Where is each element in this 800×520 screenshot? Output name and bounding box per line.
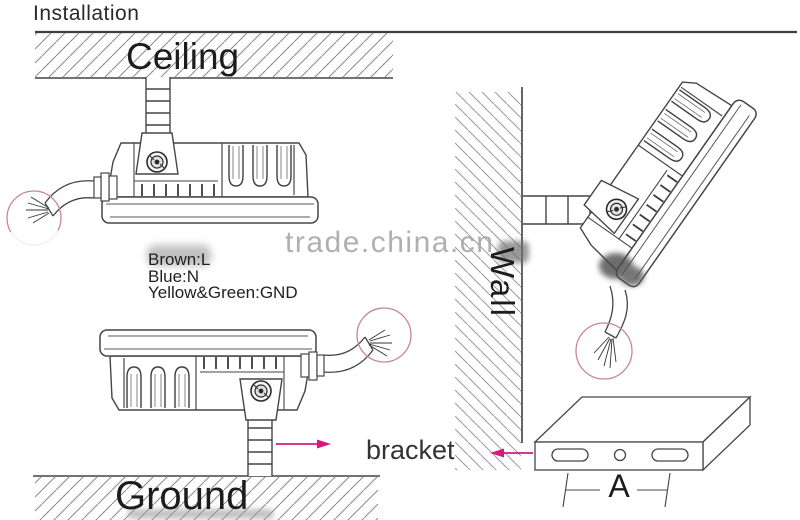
wiring-line-ground: Yellow&Green:GND (148, 283, 298, 302)
ground-floodlight (99, 307, 412, 477)
bracket-arrow-right (490, 448, 533, 458)
wire-ends (593, 336, 617, 369)
power-cable (604, 285, 629, 339)
page-title: Installation (33, 2, 140, 25)
bracket-arrow-left (276, 439, 331, 449)
blur-smudge (498, 241, 529, 263)
wall-hatch (455, 92, 521, 470)
plate-center-hole (613, 448, 627, 462)
wiring-legend: Brown:L Blue:N Yellow&Green:GND (148, 250, 298, 302)
wire-highlight-circle (575, 322, 633, 380)
plate-slot-right (651, 448, 689, 462)
dimension-lines (562, 472, 671, 508)
wiring-line-brown: Brown:L (148, 250, 211, 269)
wiring-line-blue: Blue:N (148, 266, 200, 286)
ground-label: Ground (115, 474, 249, 518)
blur-smudge (147, 245, 211, 266)
ceiling-hatch (35, 33, 393, 77)
ceiling-floodlight (4, 76, 319, 253)
bracket-label: bracket (366, 435, 455, 465)
mounting-plate (533, 395, 752, 508)
wall-stem (523, 195, 635, 225)
ceiling-label: Ceiling (126, 36, 240, 77)
plate-slot-left (551, 448, 589, 462)
wall-label: Wall (484, 247, 521, 318)
dimension-a-label: A (608, 468, 630, 504)
cable-gland-blur (599, 253, 644, 286)
watermark-text: trade.china.cn (285, 226, 495, 259)
blur-smudge (128, 509, 273, 519)
wall-floodlight (523, 59, 760, 380)
